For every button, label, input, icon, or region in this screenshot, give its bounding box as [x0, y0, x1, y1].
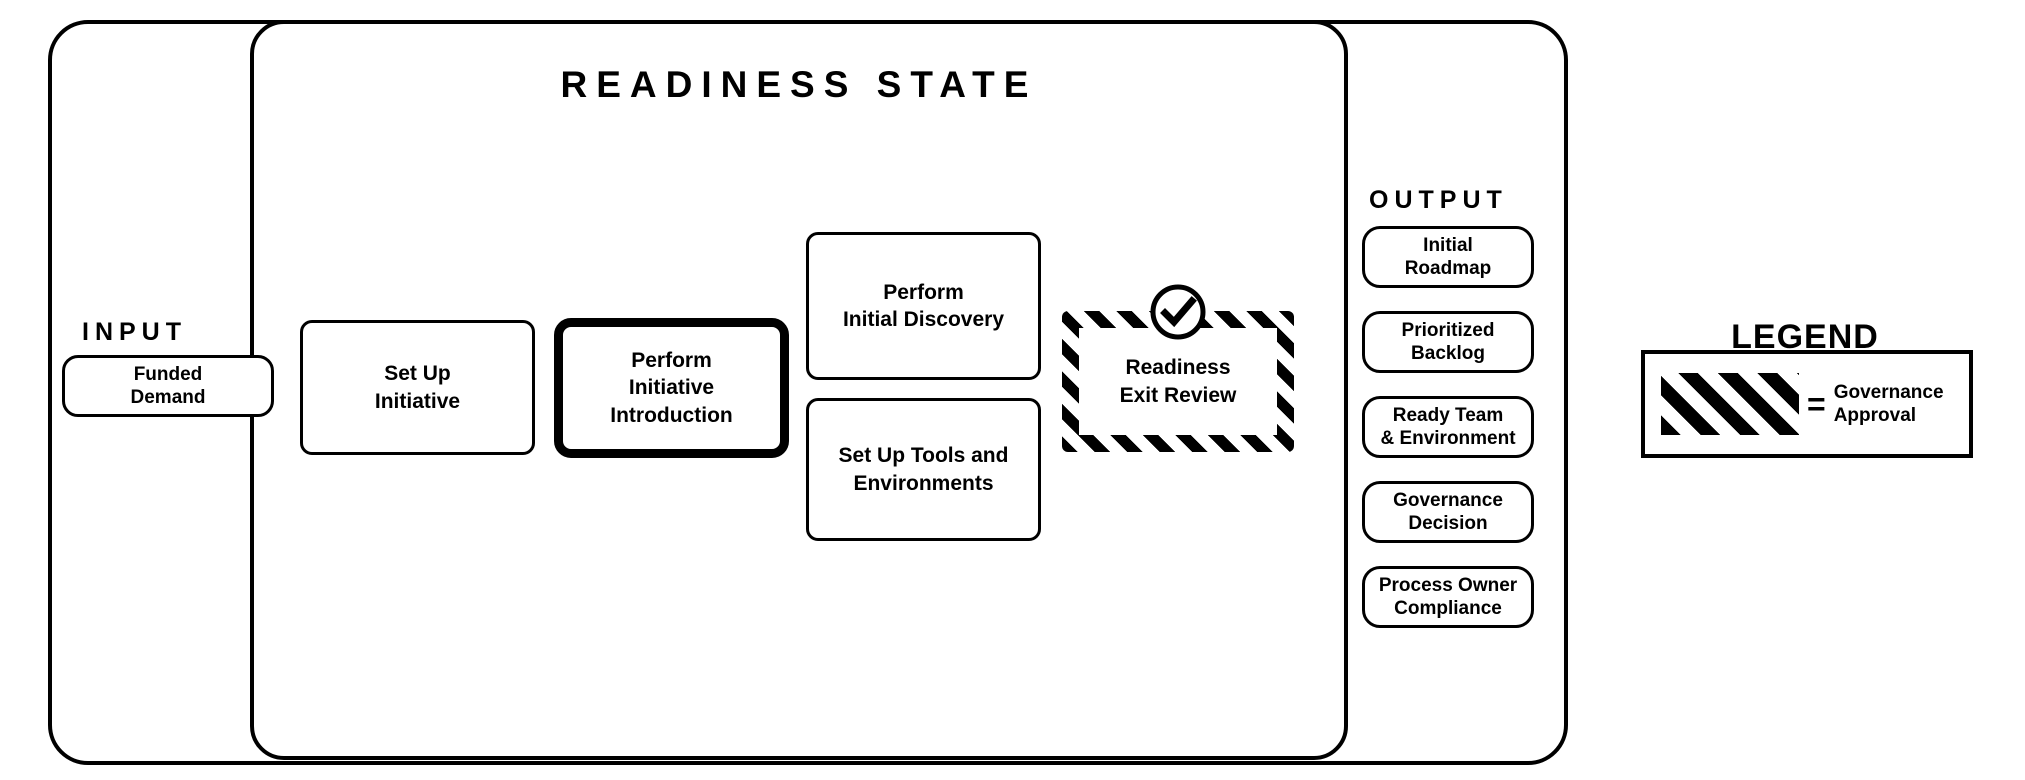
input-column-heading: INPUT — [82, 318, 187, 346]
check-circle-icon — [1150, 284, 1206, 340]
page-title: READINESS STATE — [560, 64, 1038, 105]
legend-equals-sign: = — [1807, 386, 1826, 422]
output-item-ready-team-and-environment: Ready Team& Environment — [1362, 396, 1534, 458]
output-column-heading: OUTPUT — [1369, 186, 1508, 214]
legend-title: LEGEND — [1731, 318, 1879, 356]
legend-hatch-swatch-icon — [1661, 373, 1799, 435]
